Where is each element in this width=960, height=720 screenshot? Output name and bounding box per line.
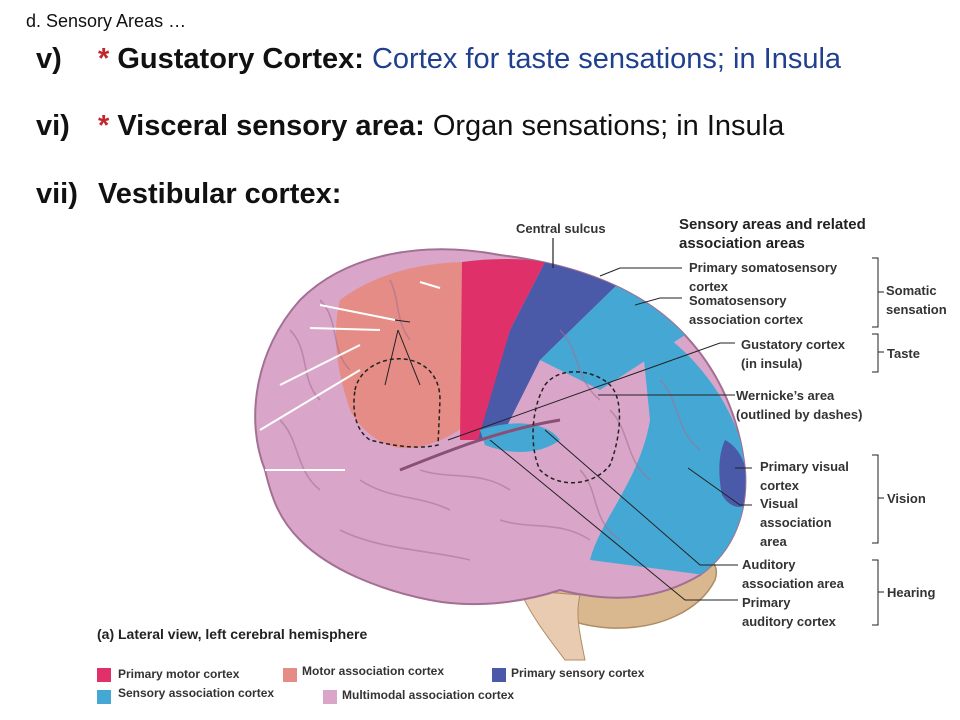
wernicke-outline bbox=[532, 371, 621, 484]
label-line: Primary bbox=[742, 595, 791, 610]
primary-motor-region bbox=[460, 259, 545, 440]
header-line2: association areas bbox=[679, 235, 805, 252]
star-marker: * bbox=[98, 43, 110, 75]
label-central-sulcus: Central sulcus bbox=[516, 221, 606, 236]
bracket-hearing bbox=[872, 559, 879, 626]
heading-number: vii) bbox=[36, 178, 78, 210]
motor-association-region bbox=[335, 262, 472, 449]
label-line: sensation bbox=[886, 302, 947, 317]
heading-gustatory: v) * Gustatory Cortex: Cortex for taste s… bbox=[36, 43, 841, 76]
heading-term: Vestibular cortex: bbox=[98, 178, 342, 210]
legend-swatch-sensory-assoc bbox=[97, 690, 111, 704]
label-primary-auditory: Primary auditory cortex bbox=[742, 593, 836, 631]
primary-visual-region bbox=[719, 440, 746, 507]
legend-label-multimodal: Multimodal association cortex bbox=[342, 688, 515, 702]
label-primary-somatosensory: Primary somatosensory cortex bbox=[689, 258, 837, 296]
label-line: Primary visual bbox=[760, 459, 849, 474]
leader-primary-somatosensory bbox=[599, 267, 682, 277]
heading-description: Organ sensations; in Insula bbox=[424, 110, 785, 142]
label-auditory-assoc: Auditory association area bbox=[742, 555, 844, 593]
primary-somatosensory-region bbox=[478, 262, 620, 440]
bracket-vision bbox=[872, 454, 879, 544]
heading-description: Cortex for taste sensations; in Insula bbox=[363, 43, 842, 75]
heading-vestibular: vii) Vestibular cortex: bbox=[36, 178, 341, 211]
label-line: Wernicke’s area bbox=[736, 388, 835, 403]
legend-label-primary-sensory: Primary sensory cortex bbox=[511, 666, 645, 680]
label-wernicke: Wernicke’s area (outlined by dashes) bbox=[736, 386, 862, 424]
heading-visceral: vi) * Visceral sensory area: Organ sensat… bbox=[36, 110, 784, 143]
label-line: association bbox=[760, 515, 832, 530]
somatosensory-association-region bbox=[540, 282, 685, 390]
category-hearing: Hearing bbox=[887, 585, 936, 600]
leader-somatosensory-assoc bbox=[634, 297, 682, 306]
brainstem bbox=[519, 589, 586, 661]
label-line: Somatosensory bbox=[689, 293, 787, 308]
lateral-sulcus bbox=[399, 418, 561, 472]
label-line: association area bbox=[742, 576, 844, 591]
heading-number: vi) bbox=[36, 110, 70, 142]
frontal-leader-line bbox=[319, 304, 396, 321]
label-line: Visual bbox=[760, 496, 799, 511]
frontal-leader-line bbox=[419, 281, 441, 289]
leader-primary-auditory bbox=[489, 439, 738, 601]
frontal-leader-line bbox=[279, 344, 361, 386]
label-line: cortex bbox=[689, 279, 729, 294]
legend-swatch-primary-motor bbox=[97, 668, 111, 682]
frontal-leader-line bbox=[259, 369, 361, 431]
leader-auditory-assoc bbox=[544, 429, 738, 566]
bracket-taste bbox=[872, 333, 879, 373]
legend-label-sensory-assoc: Sensory association cortex bbox=[118, 686, 275, 700]
category-vision: Vision bbox=[887, 491, 926, 506]
auditory-association-region bbox=[480, 423, 560, 452]
breadcrumb: d. Sensory Areas … bbox=[26, 11, 187, 31]
label-primary-visual: Primary visual cortex bbox=[760, 457, 849, 495]
bracket-somatic bbox=[872, 257, 879, 328]
legend-swatch-motor-assoc bbox=[283, 668, 297, 682]
label-line: Auditory bbox=[742, 557, 796, 572]
label-line: association cortex bbox=[689, 312, 804, 327]
heading-number: v) bbox=[36, 43, 62, 75]
label-gustatory: Gustatory cortex (in insula) bbox=[741, 335, 845, 373]
legend-swatch-multimodal bbox=[323, 690, 337, 704]
category-taste: Taste bbox=[887, 346, 920, 361]
label-line: (in insula) bbox=[741, 356, 803, 371]
category-somatic: Somatic sensation bbox=[886, 281, 947, 319]
visual-association-region bbox=[590, 320, 746, 575]
heading-term: Visceral sensory area: bbox=[117, 110, 425, 142]
legend-label-primary-motor: Primary motor cortex bbox=[118, 667, 240, 681]
leader-gustatory bbox=[447, 342, 735, 441]
legend-label-motor-assoc: Motor association cortex bbox=[302, 664, 445, 678]
label-line: area bbox=[760, 534, 787, 549]
star-marker: * bbox=[98, 110, 110, 142]
label-somatosensory-assoc: Somatosensory association cortex bbox=[689, 291, 803, 329]
legend-swatch-primary-sensory bbox=[492, 668, 506, 682]
label-line: Primary somatosensory bbox=[689, 260, 838, 275]
frontal-leader-line bbox=[309, 327, 381, 331]
label-line: Somatic bbox=[886, 283, 937, 298]
leader-visual-assoc bbox=[687, 467, 752, 506]
label-line: (outlined by dashes) bbox=[736, 407, 863, 422]
label-line: Gustatory cortex bbox=[741, 337, 846, 352]
header-line1: Sensory areas and related bbox=[679, 216, 866, 233]
figure-caption: (a) Lateral view, left cerebral hemisphe… bbox=[97, 626, 368, 642]
label-visual-assoc: Visual association area bbox=[760, 494, 832, 551]
label-line: cortex bbox=[760, 478, 800, 493]
heading-term: Gustatory Cortex: bbox=[117, 43, 364, 75]
label-line: auditory cortex bbox=[742, 614, 836, 629]
